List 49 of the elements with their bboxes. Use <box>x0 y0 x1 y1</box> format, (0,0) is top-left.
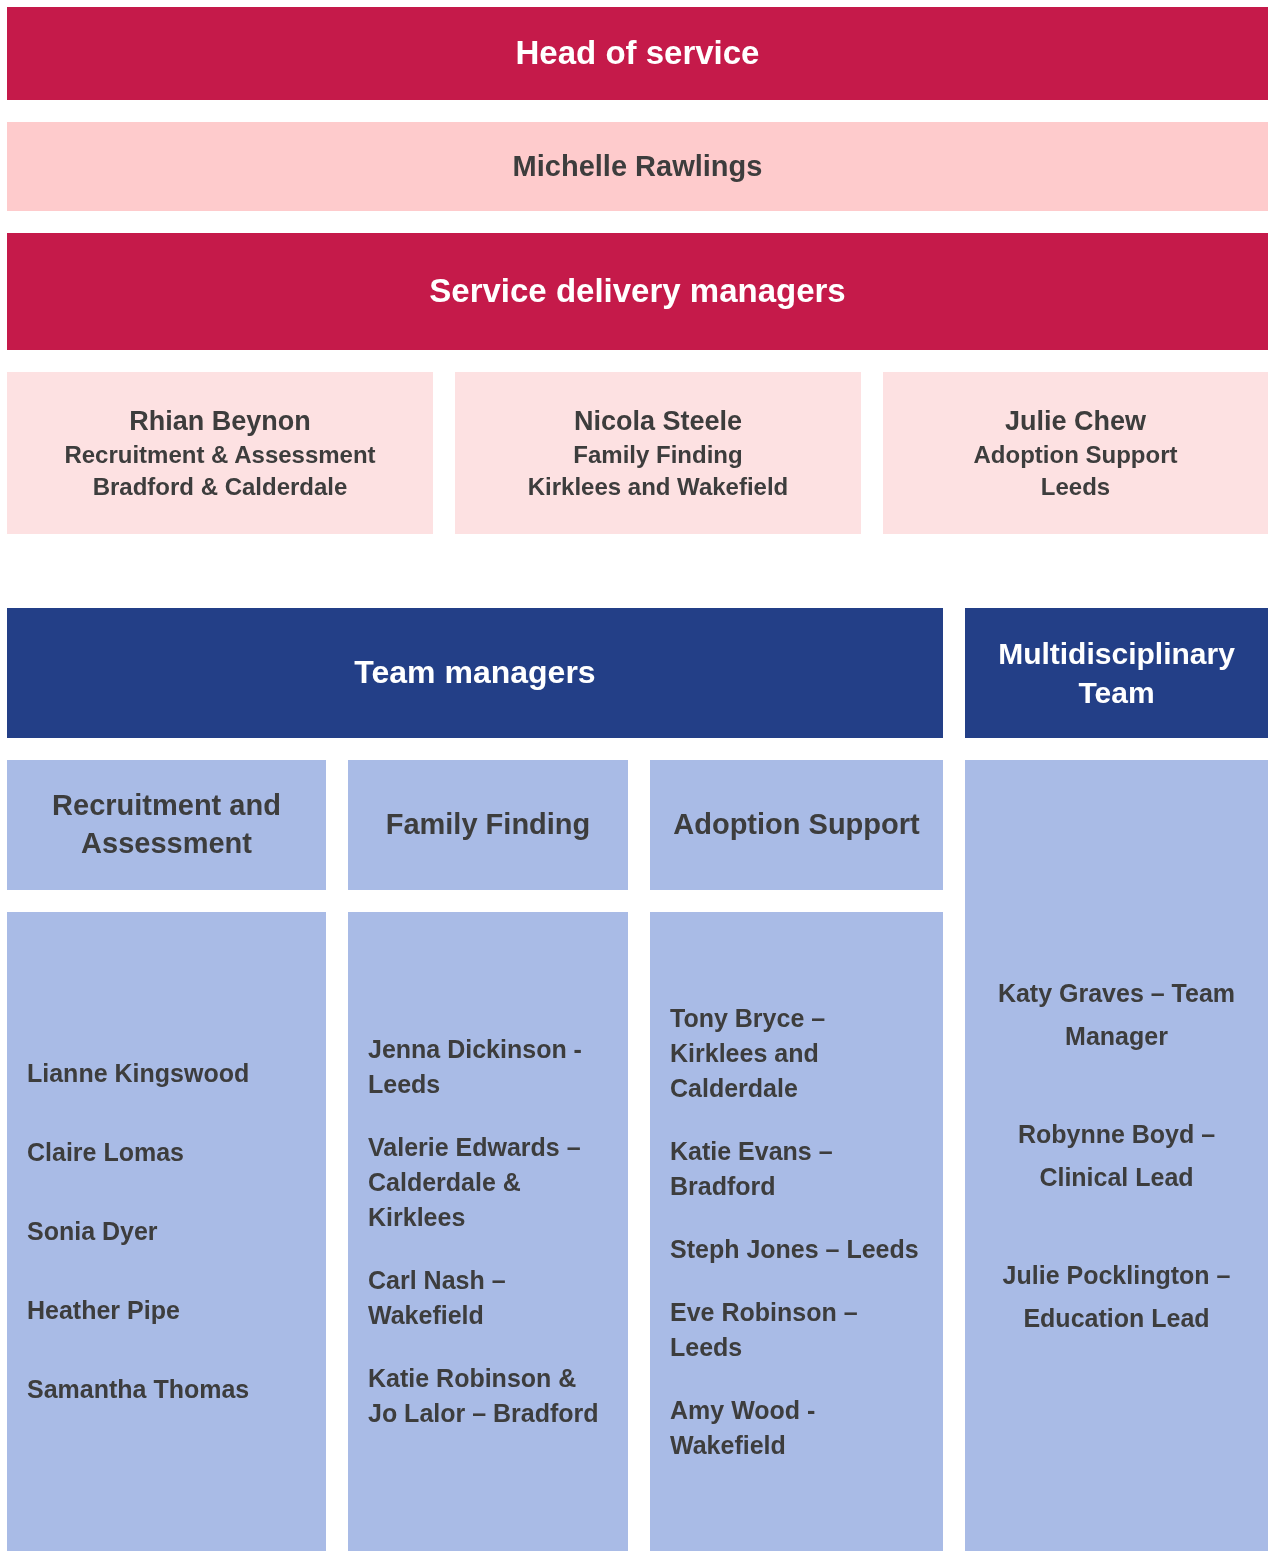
team-heading: Family Finding <box>385 807 591 843</box>
team-member: Robynne Boyd – Clinical Lead <box>1016 1119 1217 1193</box>
section-heading: Team managers <box>354 653 596 693</box>
role-text: Recruitment & Assessment <box>64 440 376 471</box>
section-heading: Service delivery managers <box>429 271 846 312</box>
team-heading-box <box>348 760 628 890</box>
header-bar <box>965 608 1268 738</box>
team-member: Katy Graves – Team Manager <box>996 978 1237 1052</box>
header-bar <box>7 7 1268 100</box>
team-member: Heather Pipe <box>27 1295 180 1326</box>
team-member: Carl Nash – Wakefield <box>368 1265 507 1331</box>
team-heading: Adoption Support <box>673 807 920 843</box>
team-member: Tony Bryce – Kirklees and Calderdale <box>670 1002 827 1104</box>
area-text: Kirklees and Wakefield <box>527 471 789 502</box>
team-member: Valerie Edwards – Calderdale & Kirklees <box>368 1132 582 1233</box>
team-list-panel <box>965 760 1268 1551</box>
section-heading: Multidisciplinary Team <box>997 636 1236 711</box>
person-name: Nicola Steele <box>573 405 743 439</box>
team-list-panel <box>7 912 326 1551</box>
team-heading-box <box>7 760 326 890</box>
person-name: Julie Chew <box>1004 405 1146 439</box>
team-heading: Recruitment and Assessment <box>51 788 282 861</box>
manager-card <box>7 372 433 534</box>
team-member: Jenna Dickinson - Leeds <box>368 1034 583 1100</box>
role-text: Family Finding <box>573 440 743 471</box>
team-member: Katie Evans – Bradford <box>670 1135 834 1202</box>
manager-card <box>455 372 861 534</box>
team-member: Katie Robinson & Jo Lalor – Bradford <box>368 1363 600 1429</box>
header-bar <box>7 608 943 738</box>
team-member: Lianne Kingswood <box>27 1058 250 1089</box>
team-heading-box <box>650 760 943 890</box>
team-list-panel <box>348 912 628 1551</box>
person-name: Michelle Rawlings <box>512 148 763 184</box>
manager-card <box>883 372 1268 534</box>
team-member: Claire Lomas <box>27 1137 184 1168</box>
area-text: Leeds <box>1040 471 1111 502</box>
team-list-panel <box>650 912 943 1551</box>
header-bar <box>7 233 1268 350</box>
team-member: Amy Wood - Wakefield <box>670 1394 817 1461</box>
name-bar <box>7 122 1268 211</box>
area-text: Bradford & Calderdale <box>92 471 348 502</box>
team-member: Steph Jones – Leeds <box>670 1233 919 1265</box>
person-name: Rhian Beynon <box>129 405 311 439</box>
team-member: Samantha Thomas <box>27 1374 250 1405</box>
team-member: Eve Robinson – Leeds <box>670 1296 859 1363</box>
team-member: Julie Pocklington – Education Lead <box>1001 1260 1232 1334</box>
section-heading: Head of service <box>515 33 760 74</box>
role-text: Adoption Support <box>973 440 1178 471</box>
team-member: Sonia Dyer <box>27 1216 158 1247</box>
